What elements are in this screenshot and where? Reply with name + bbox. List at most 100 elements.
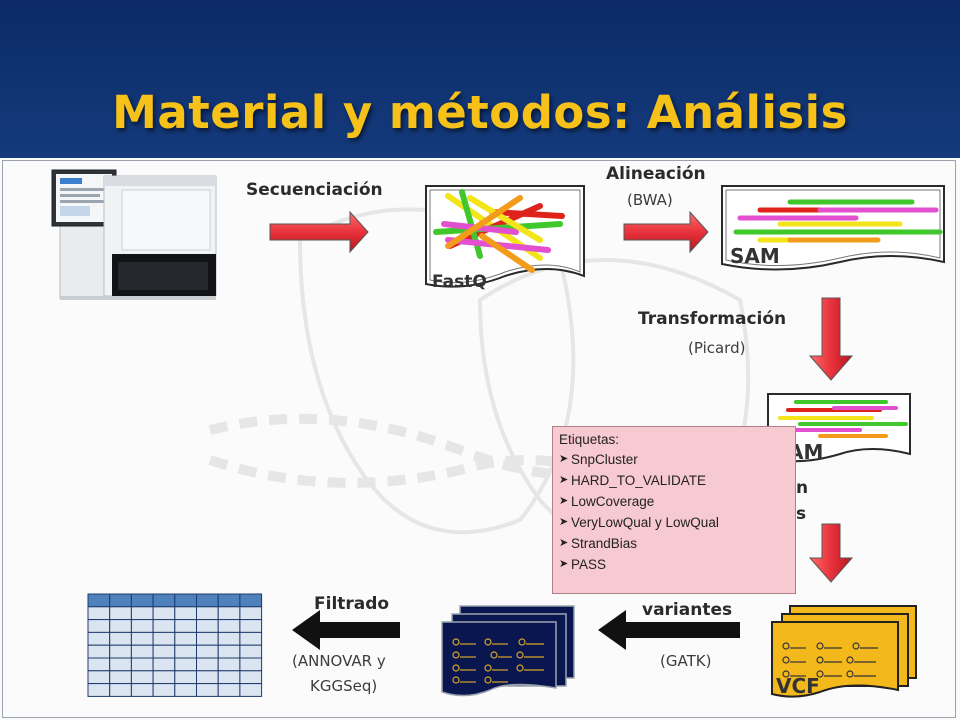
table-cell [239, 657, 263, 672]
table-cell [174, 683, 198, 697]
vcf-file-stack [771, 605, 917, 698]
table-cell [109, 631, 132, 646]
arrow-bullet-icon: ➤ [559, 558, 569, 570]
table-cell [239, 683, 263, 697]
table-cell [239, 631, 263, 646]
table-cell [196, 644, 219, 659]
table-cell [174, 657, 198, 672]
sam-file-card [721, 185, 945, 271]
table-cell [239, 670, 263, 685]
tag-item: ➤StrandBias [559, 533, 795, 554]
label-annovar-line2: KGGSeq) [310, 677, 378, 695]
tag-item: ➤PASS [559, 554, 795, 575]
table-cell [109, 670, 132, 685]
table-cell [152, 619, 176, 633]
table-cell [217, 631, 241, 646]
table-cell [217, 657, 241, 672]
table-cell [239, 593, 263, 608]
tag-item: ➤VeryLowQual y LowQual [559, 512, 795, 533]
label-alineacion: Alineación [606, 164, 706, 184]
table-cell [152, 606, 176, 621]
table-cell [217, 644, 241, 659]
table-cell [130, 631, 154, 646]
label-secuenciacion: Secuenciación [246, 180, 383, 200]
table-cell [87, 593, 111, 608]
arrow-bullet-icon: ➤ [559, 537, 569, 549]
table-cell [109, 644, 132, 659]
table-cell [217, 593, 241, 608]
table-cell [174, 606, 198, 621]
tags-box: Etiquetas: ➤SnpCluster ➤HARD_TO_VALIDATE… [552, 426, 796, 594]
table-cell [174, 593, 198, 608]
table-cell [109, 593, 132, 608]
table-cell [87, 657, 111, 672]
arrow-bullet-icon: ➤ [559, 474, 569, 486]
table-cell [109, 619, 132, 633]
tag-item: ➤SnpCluster [559, 449, 795, 470]
tag-label: SnpCluster [571, 452, 638, 467]
arrow-bullet-icon: ➤ [559, 453, 569, 465]
tag-label: HARD_TO_VALIDATE [571, 473, 707, 488]
sam-label: SAM [730, 244, 780, 268]
results-table-icon [87, 593, 263, 697]
tags-list: ➤SnpCluster ➤HARD_TO_VALIDATE ➤LowCovera… [559, 449, 795, 575]
table-cell [152, 644, 176, 659]
tags-heading: Etiquetas: [559, 432, 620, 447]
table-cell [130, 644, 154, 659]
tag-label: PASS [571, 557, 607, 572]
table-cell [196, 593, 219, 608]
label-bwa: (BWA) [627, 191, 673, 209]
vcf-label: VCF [776, 674, 820, 698]
table-cell [109, 683, 132, 697]
arrow-filtrado [292, 610, 400, 650]
arrow-bullet-icon: ➤ [559, 516, 569, 528]
table-cell [174, 670, 198, 685]
fastq-label: FastQ [432, 272, 487, 292]
label-annovar-line1: (ANNOVAR y [292, 652, 386, 670]
table-cell [196, 670, 219, 685]
table-cell [130, 670, 154, 685]
table-cell [196, 619, 219, 633]
label-picard: (Picard) [688, 339, 746, 357]
table-cell [174, 631, 198, 646]
tag-label: StrandBias [571, 536, 638, 551]
tag-item: ➤LowCoverage [559, 491, 795, 512]
header-band [0, 0, 960, 158]
table-cell [152, 683, 176, 697]
sequencer-machine-icon [51, 169, 217, 300]
table-cell [239, 606, 263, 621]
table-cell [239, 619, 263, 633]
table-cell [196, 683, 219, 697]
label-gatk: (GATK) [660, 652, 712, 670]
label-filtrado: Filtrado [314, 594, 390, 614]
arrow-transformacion [808, 297, 854, 381]
table-cell [87, 644, 111, 659]
table-cell [87, 619, 111, 633]
table-cell [130, 657, 154, 672]
table-cell [109, 657, 132, 672]
table-cell [152, 670, 176, 685]
label-variantes: variantes [642, 600, 733, 620]
fastq-file-card [425, 185, 585, 288]
table-cell [174, 644, 198, 659]
arrow-secuenciacion [269, 210, 369, 254]
table-cell [109, 606, 132, 621]
table-cell [239, 644, 263, 659]
table-cell [87, 683, 111, 697]
table-cell [196, 657, 219, 672]
tag-label: VeryLowQual y LowQual [571, 515, 719, 530]
arrow-realineamiento [808, 523, 854, 583]
slide-title: Material y métodos: Análisis [112, 86, 848, 139]
table-cell [87, 606, 111, 621]
bam-file-card [767, 393, 911, 463]
table-cell [196, 631, 219, 646]
table-cell [174, 619, 198, 633]
label-partial-n: n [796, 478, 809, 498]
variant-file-stack [441, 605, 575, 697]
label-transformacion: Transformación [638, 309, 787, 329]
table-cell [130, 619, 154, 633]
table-cell [87, 631, 111, 646]
table-cell [152, 593, 176, 608]
table-cell [152, 657, 176, 672]
